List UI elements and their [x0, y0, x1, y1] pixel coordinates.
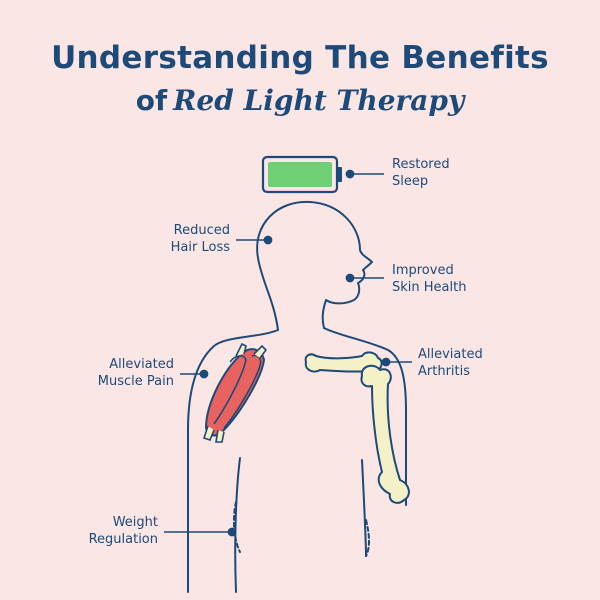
label-reduced-hair-loss: Reduced Hair Loss: [140, 222, 230, 256]
label-restored-sleep: Restored Sleep: [392, 156, 450, 190]
label-line: Improved: [392, 263, 454, 278]
title-script: Red Light Therapy: [173, 84, 465, 117]
label-line: Hair Loss: [170, 240, 230, 255]
label-alleviated-muscle-pain: Alleviated Muscle Pain: [72, 356, 174, 390]
label-line: Skin Health: [392, 280, 467, 295]
label-line: Weight: [112, 515, 158, 530]
muscle-icon: [202, 342, 268, 443]
label-line: Restored: [392, 157, 450, 172]
human-silhouette: [187, 200, 407, 593]
label-line: Alleviated: [418, 347, 483, 362]
bone-icon: [304, 351, 410, 504]
title-lead: of: [135, 84, 168, 117]
label-improved-skin-health: Improved Skin Health: [392, 262, 466, 296]
label-weight-regulation: Weight Regulation: [66, 514, 158, 548]
connector-lines: [164, 169, 412, 537]
label-line: Muscle Pain: [97, 374, 174, 389]
label-line: Sleep: [392, 174, 429, 189]
label-line: Arthritis: [418, 364, 471, 379]
battery-icon: [261, 155, 342, 194]
title-line-1: Understanding The Benefits: [51, 40, 549, 76]
label-alleviated-arthritis: Alleviated Arthritis: [418, 346, 483, 380]
label-line: Alleviated: [109, 357, 174, 372]
label-line: Regulation: [88, 532, 158, 547]
label-line: Reduced: [173, 223, 230, 238]
